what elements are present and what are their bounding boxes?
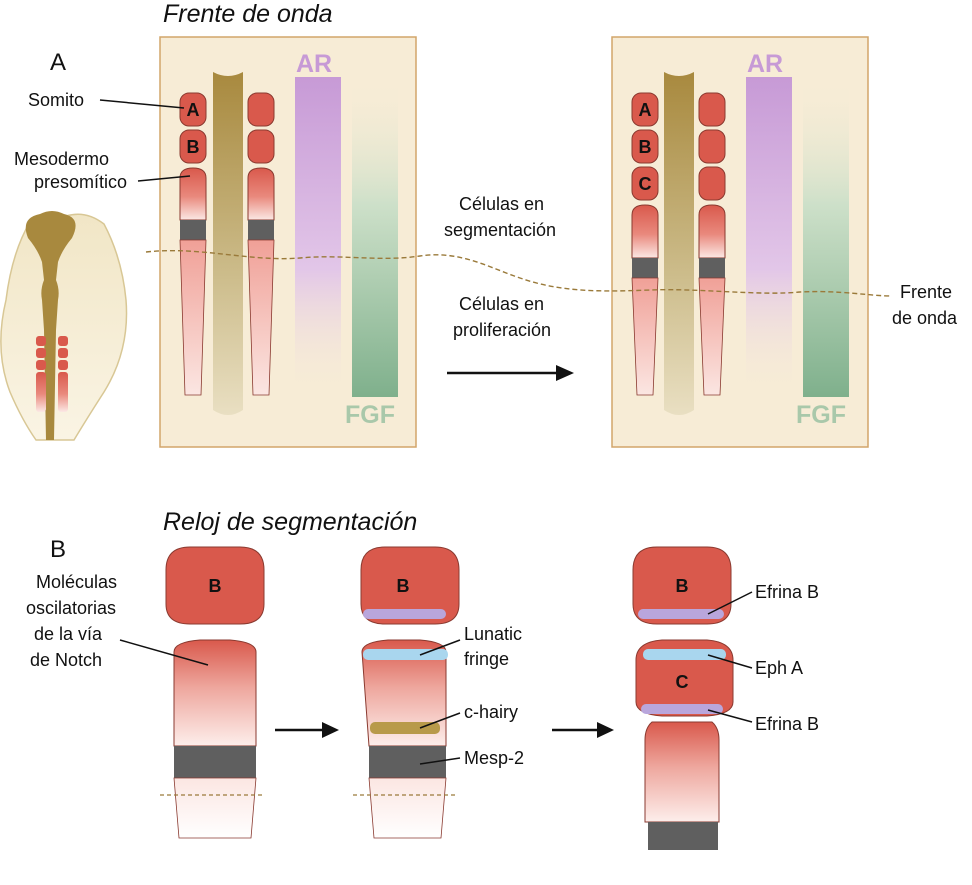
somite-letter-a-right: A (639, 100, 652, 120)
label-notch-2: oscilatorias (26, 598, 116, 618)
efrina-top-leader (707, 591, 753, 615)
label-notch-3: de la vía (34, 624, 103, 644)
efrina-bottom-leader (707, 709, 753, 723)
label-notch-4: de Notch (30, 650, 102, 670)
label-eph: Eph A (755, 658, 803, 678)
ar-label-left: AR (296, 50, 332, 78)
label-frente-2: de onda (892, 308, 958, 328)
somite-letter-b-right: B (639, 137, 652, 157)
wavefront-box-left: A B (159, 36, 417, 448)
lunatic-leader (419, 639, 461, 656)
panel-a-title: Frente de onda (163, 0, 333, 28)
notch-leader (119, 639, 209, 666)
label-mesp: Mesp-2 (464, 748, 524, 768)
label-frente-1: Frente (900, 282, 952, 302)
label-notch-1: Moléculas (36, 572, 117, 592)
label-efrina-bottom: Efrina B (755, 714, 819, 734)
label-mesodermo-1: Mesodermo (14, 149, 109, 169)
label-efrina-top: Efrina B (755, 582, 819, 602)
label-celulas-prol-2: proliferación (453, 320, 551, 340)
wavefront-line (145, 249, 893, 297)
fgf-label-right: FGF (796, 401, 846, 429)
eph-leader (707, 654, 753, 669)
panel-a-letter: A (50, 49, 66, 76)
wavefront-box-right: A B C (611, 36, 869, 448)
label-somito: Somito (28, 90, 84, 110)
label-celulas-prol-1: Células en (459, 294, 544, 314)
somite-letter-b-stage1: B (209, 576, 222, 596)
panel-b-title: Reloj de segmentación (163, 508, 417, 536)
mesp-leader (419, 757, 461, 765)
label-lunatic-2: fringe (464, 649, 509, 669)
somite-letter-c-stage3: C (676, 672, 689, 692)
somite-letter-b-stage2: B (397, 576, 410, 596)
arrow-b1 (275, 722, 339, 738)
mesodermo-leader (137, 175, 191, 182)
chairy-leader (419, 712, 461, 729)
label-chairy: c-hairy (464, 702, 518, 722)
embryo-illustration (0, 211, 128, 441)
somite-letter-b-stage3: B (676, 576, 689, 596)
clock-stage-3 (632, 546, 734, 850)
clock-stage-1 (160, 546, 265, 839)
arrow-a (447, 365, 574, 381)
arrow-b2 (552, 722, 614, 738)
ar-label-right: AR (747, 50, 783, 78)
somite-letter-b-left: B (187, 137, 200, 157)
label-celulas-seg-1: Células en (459, 194, 544, 214)
clock-stage-2 (353, 546, 460, 839)
somite-letter-a-left: A (187, 100, 200, 120)
label-mesodermo-2: presomítico (34, 172, 127, 192)
label-lunatic-1: Lunatic (464, 624, 522, 644)
panel-b-letter: B (50, 536, 66, 563)
somito-leader (99, 99, 185, 109)
fgf-label-left: FGF (345, 401, 395, 429)
somite-letter-c-right: C (639, 174, 652, 194)
label-celulas-seg-2: segmentación (444, 220, 556, 240)
